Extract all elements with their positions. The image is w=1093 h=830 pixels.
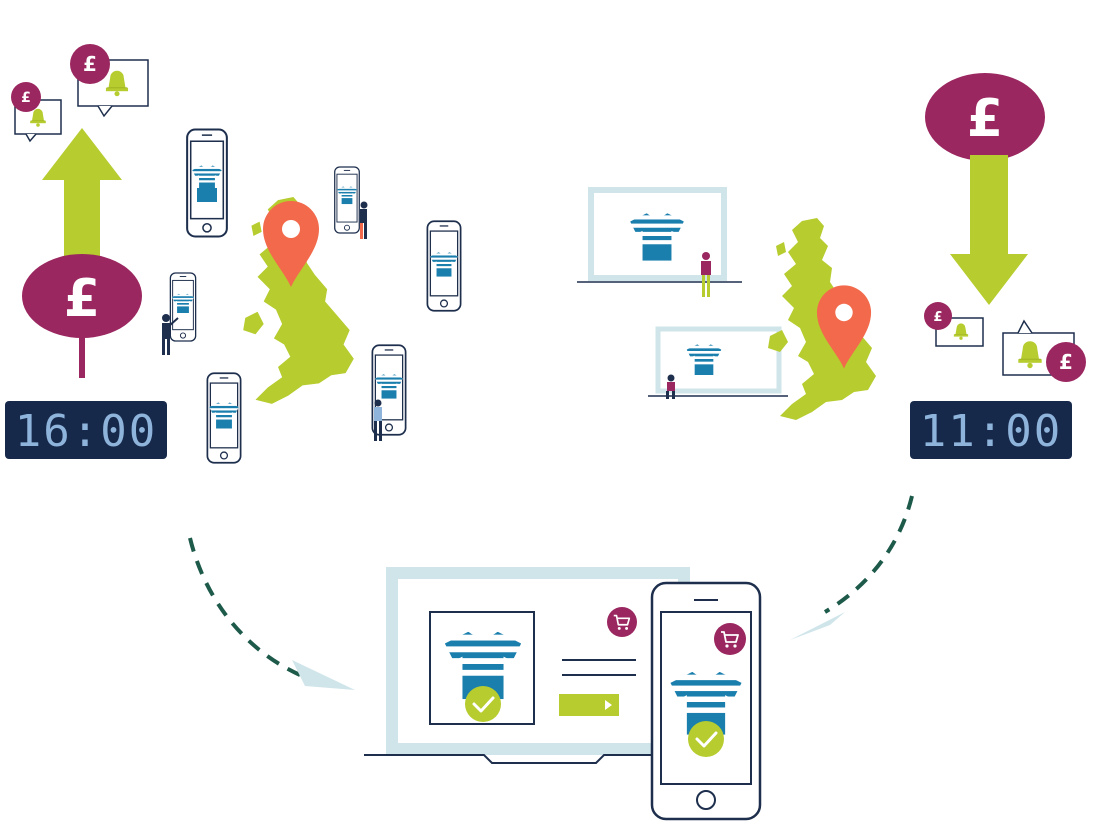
cart-badge[interactable] [714,623,746,655]
pound-badge [1046,342,1086,382]
right-clock-time: 11:00 [920,406,1062,457]
right-large-notification: £ [1002,319,1086,382]
pound-badge [70,44,110,84]
right-laptop-large [577,187,742,283]
check-badge [688,721,724,757]
left-price-tag: £ [22,254,142,378]
price-down-arrow-icon [950,155,1028,305]
person-figure [701,252,711,297]
left-phone-4 [169,272,197,342]
left-phone-1 [185,128,229,238]
pound-symbol: £ [933,310,942,325]
checkout-laptop [364,567,690,764]
pound-badge [924,302,952,330]
pound-symbol: £ [83,52,97,76]
person-figure [374,399,382,441]
pound-symbol: £ [21,90,31,106]
check-icon [695,731,718,748]
check-icon [472,696,495,713]
left-small-notification: £ [11,82,62,143]
pound-symbol: £ [64,269,100,329]
cart-badge[interactable] [607,607,637,637]
checkout-phone [650,581,762,821]
price-up-arrow-icon [42,128,122,265]
person-figure [360,201,368,239]
left-flow-arrow [188,537,355,690]
buy-button[interactable] [559,694,619,716]
check-badge [465,686,501,722]
left-phone-6 [371,344,407,436]
right-scene: £ £ £ 11:00 [577,73,1086,459]
right-small-notification: £ [924,302,984,347]
home-button[interactable] [696,790,716,810]
left-scene: £ £ £ 16:00 [5,44,462,464]
person-figure [666,374,675,399]
pound-symbol: £ [967,89,1003,149]
pound-badge [11,82,41,112]
left-clock: 16:00 [5,401,167,459]
left-phone-2 [333,166,361,234]
left-phone-5 [206,372,242,464]
pound-symbol: £ [1059,350,1073,374]
right-clock: 11:00 [910,401,1072,459]
left-large-notification: £ [70,44,149,118]
left-phone-3 [426,220,462,312]
right-flow-arrow [790,495,914,640]
right-laptop-small [648,326,788,397]
play-icon [605,700,612,710]
left-clock-time: 16:00 [15,406,157,457]
person-figure [162,314,179,355]
